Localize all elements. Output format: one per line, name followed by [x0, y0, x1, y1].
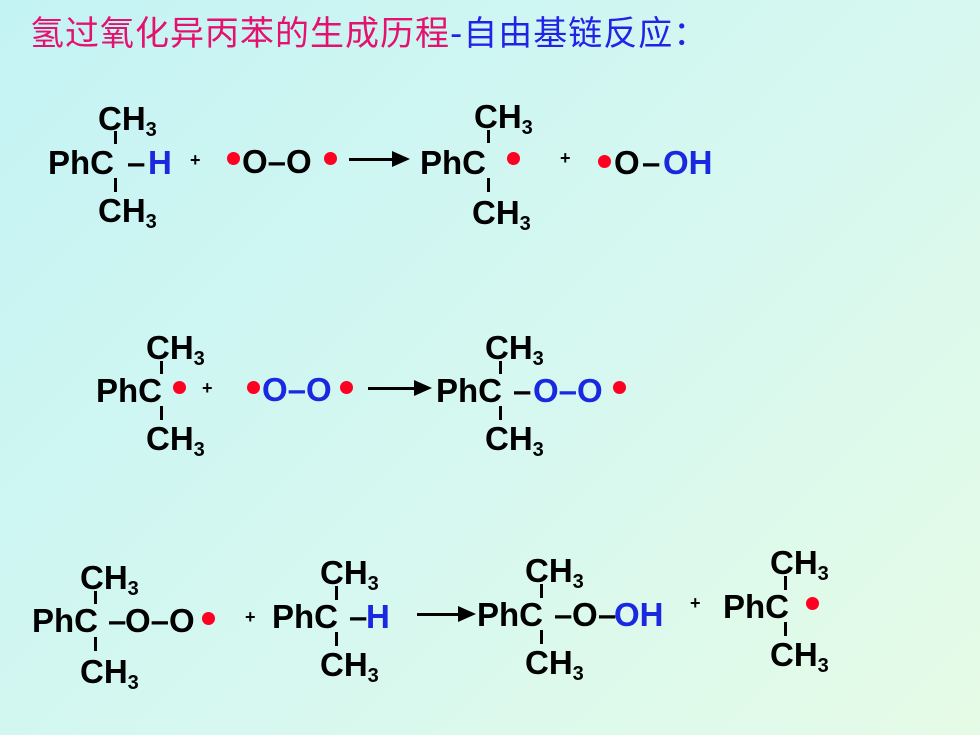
- plus-sign: +: [690, 593, 701, 613]
- methyl-bottom: CH3: [485, 420, 544, 461]
- methyl-top: CH3: [80, 559, 139, 600]
- bond-dash: –: [554, 596, 573, 633]
- bond-dash: –: [108, 602, 127, 639]
- methyl-bottom: CH3: [80, 653, 139, 694]
- bond-line: [784, 576, 787, 590]
- methyl-bottom: CH3: [472, 194, 531, 235]
- phc-label: PhC: [723, 588, 789, 625]
- radical-dot: [247, 381, 260, 394]
- hydrogen-atom: H: [366, 598, 390, 635]
- bond-line: [540, 630, 543, 644]
- methyl-bottom: CH3: [98, 192, 157, 233]
- methyl-top: CH3: [525, 552, 584, 593]
- bond-dash: –: [349, 598, 368, 635]
- bond-line: [499, 406, 502, 420]
- phc-label: PhC: [48, 144, 114, 181]
- methyl-top: CH3: [320, 554, 379, 595]
- radical-dot: [227, 152, 240, 165]
- title-main: 氢过氧化异丙苯的生成历程: [30, 14, 450, 54]
- hydroxyl-group: OH: [614, 596, 664, 633]
- bond-line: [487, 130, 490, 143]
- bond-line: [94, 637, 97, 651]
- bond-line: [487, 178, 490, 192]
- title-secondary: -自由基链反应：: [450, 14, 709, 54]
- radical-dot: [173, 381, 186, 394]
- bond-dash: –: [513, 372, 532, 409]
- bond-dash: –: [642, 144, 661, 181]
- bond-dash: –: [127, 144, 146, 181]
- radical-dot: [598, 155, 611, 168]
- page-title: 氢过氧化异丙苯的生成历程-自由基链反应：: [30, 6, 708, 55]
- oxygen-molecule: O–O: [242, 143, 312, 180]
- bond-line: [160, 406, 163, 420]
- bond-line: [335, 632, 338, 646]
- bond-line: [784, 622, 787, 636]
- plus-sign: +: [190, 150, 201, 170]
- bond-line: [160, 361, 163, 374]
- oxygen-atom: O: [572, 596, 598, 633]
- phc-label: PhC: [272, 598, 338, 635]
- phc-label: PhC: [32, 602, 98, 639]
- methyl-bottom: CH3: [770, 636, 829, 677]
- bond-line: [335, 586, 338, 600]
- methyl-bottom: CH3: [320, 646, 379, 687]
- plus-sign: +: [560, 148, 571, 168]
- radical-dot: [613, 381, 626, 394]
- oxygen-molecule: O–O: [262, 371, 332, 408]
- radical-dot: [806, 597, 819, 610]
- bond-line: [114, 131, 117, 144]
- radical-dot: [507, 152, 520, 165]
- methyl-top: CH3: [770, 544, 829, 585]
- bond-line: [114, 178, 117, 192]
- reaction-arrow: [368, 380, 432, 396]
- methyl-bottom: CH3: [525, 644, 584, 685]
- methyl-top: CH3: [474, 98, 533, 139]
- peroxy-group: O–O: [125, 602, 195, 639]
- methyl-top: CH3: [98, 100, 157, 141]
- methyl-top: CH3: [146, 329, 205, 370]
- phc-label: PhC: [436, 372, 502, 409]
- reaction-arrow: [349, 151, 410, 167]
- phc-label: PhC: [96, 372, 162, 409]
- bond-dash: –: [598, 596, 617, 633]
- hydroxyl-group: OH: [663, 144, 713, 181]
- radical-dot: [340, 381, 353, 394]
- reaction-arrow: [417, 606, 476, 622]
- bond-line: [540, 584, 543, 598]
- methyl-bottom: CH3: [146, 420, 205, 461]
- plus-sign: +: [245, 607, 256, 627]
- methyl-top: CH3: [485, 329, 544, 370]
- radical-dot: [202, 612, 215, 625]
- phc-label: PhC: [477, 596, 543, 633]
- oxygen-atom: O: [614, 144, 640, 181]
- plus-sign: +: [202, 378, 213, 398]
- hydrogen-atom: H: [148, 144, 172, 181]
- radical-dot: [324, 152, 337, 165]
- bond-line: [94, 591, 97, 604]
- phc-label: PhC: [420, 144, 486, 181]
- bond-line: [499, 361, 502, 374]
- peroxy-group: O–O: [533, 372, 603, 409]
